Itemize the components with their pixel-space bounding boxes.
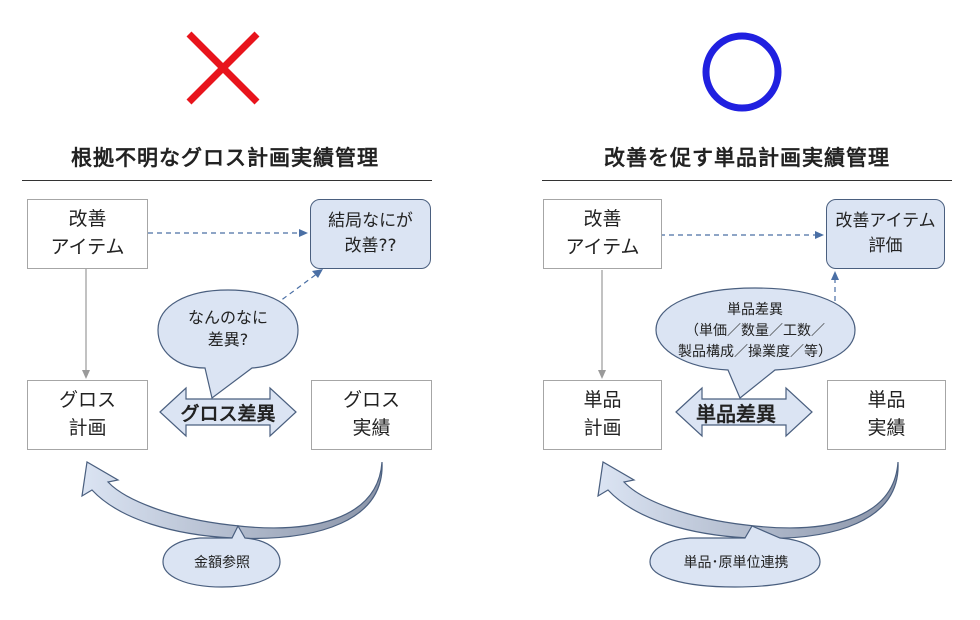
left-arrow-label: グロス差異 — [180, 402, 276, 425]
left-result-line2: 改善?? — [344, 236, 397, 256]
right-title: 改善を促す単品計画実績管理 — [604, 146, 890, 170]
left-plan-line1: グロス — [58, 389, 116, 412]
right-kaizen-item-box: 改善 アイテム — [543, 199, 662, 269]
left-result-line1: 結局なにが — [328, 211, 413, 232]
unit-difference-speech-bubble — [655, 287, 856, 399]
left-plan-box: グロス 計画 — [27, 380, 148, 450]
right-bubble-line3: 製品構成／操業度／等） — [678, 343, 832, 360]
left-bubble-text: なんのなに 差異? — [170, 300, 286, 358]
left-actual-box: グロス 実績 — [311, 380, 432, 450]
circle-mark-icon — [702, 32, 782, 112]
right-bubble-text: 単品差異 （単価／数量／工数／ 製品構成／操業度／等） — [660, 296, 850, 366]
dashed-arrowhead-up-2 — [831, 271, 839, 280]
right-actual-box: 単品 実績 — [827, 380, 946, 450]
right-plan-line2: 計画 — [583, 417, 622, 439]
solid-arrowhead-down — [82, 370, 90, 379]
right-plan-line1: 単品 — [583, 389, 622, 412]
left-bottom-label: 金額参照 — [194, 555, 250, 571]
left-kaizen-line1: 改善 — [68, 208, 107, 231]
left-result-box: 結局なにが 改善?? — [310, 199, 431, 269]
left-bubble-line2: 差異? — [207, 330, 249, 349]
right-eval-box: 改善アイテム 評価 — [826, 199, 945, 269]
question-speech-bubble — [157, 289, 299, 400]
right-plan-box: 単品 計画 — [543, 380, 662, 450]
right-actual-line1: 単品 — [867, 389, 906, 412]
left-actual-line2: 実績 — [352, 417, 391, 439]
left-panel: 根拠不明なグロス計画実績管理 改善 アイテム 結局なにが 改善?? グロス 計画… — [22, 146, 432, 571]
right-kaizen-line2: アイテム — [565, 236, 640, 258]
left-title-rule — [22, 180, 432, 181]
right-bubble-line2: （単価／数量／工数／ — [685, 322, 825, 339]
return-curved-arrow — [81, 461, 383, 540]
right-panel-shapes — [597, 231, 899, 588]
right-bottom-label: 単品･原単位連携 — [683, 555, 789, 571]
right-eval-line2: 評価 — [868, 236, 903, 256]
left-kaizen-item-box: 改善 アイテム — [27, 199, 148, 269]
unit-linkage-oval — [649, 525, 821, 588]
gross-difference-double-arrow — [159, 386, 297, 438]
right-arrow-label: 単品差異 — [696, 401, 776, 426]
amount-reference-oval — [162, 524, 281, 588]
dashed-arrowhead-right — [299, 229, 308, 237]
right-bubble-line1: 単品差異 — [727, 301, 783, 318]
cross-mark-icon — [186, 31, 260, 105]
left-plan-line2: 計画 — [68, 417, 107, 439]
solid-arrowhead-down-2 — [598, 370, 606, 379]
dashed-arrowhead-up — [312, 269, 323, 278]
right-actual-line2: 実績 — [867, 417, 906, 439]
return-curved-arrow-2 — [597, 461, 899, 540]
left-panel-shapes — [81, 229, 383, 588]
right-title-rule — [542, 180, 952, 181]
left-bubble-line1: なんのなに — [187, 307, 268, 327]
left-title: 根拠不明なグロス計画実績管理 — [71, 146, 379, 170]
dashed-arrowhead-right-2 — [815, 231, 824, 239]
unit-difference-double-arrow — [675, 386, 813, 438]
left-kaizen-line2: アイテム — [50, 236, 125, 258]
right-eval-line1: 改善アイテム — [835, 211, 936, 232]
right-kaizen-line1: 改善 — [583, 208, 622, 231]
right-panel: 改善を促す単品計画実績管理 改善 アイテム 改善アイテム 評価 単品 計画 単品… — [490, 0, 980, 620]
left-actual-line1: グロス — [342, 389, 400, 412]
